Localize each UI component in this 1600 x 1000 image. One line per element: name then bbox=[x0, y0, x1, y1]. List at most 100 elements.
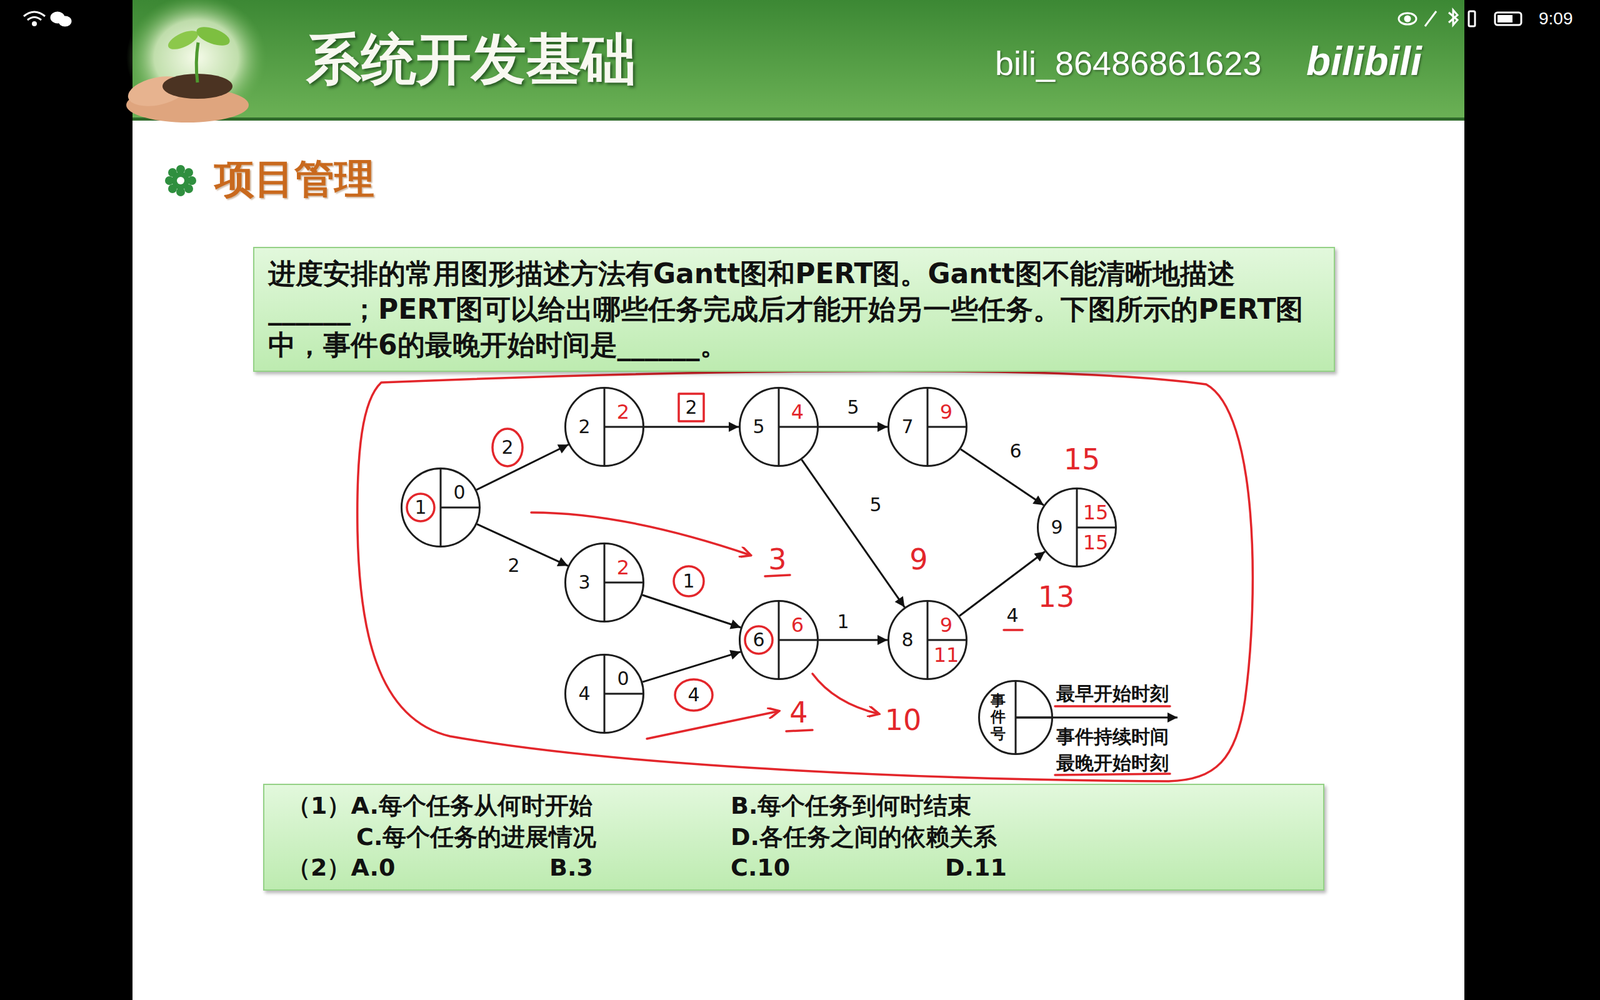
red-circle bbox=[406, 493, 435, 522]
circle-divider bbox=[927, 426, 967, 429]
red-underline bbox=[1055, 773, 1170, 775]
handwritten-note: 9 bbox=[909, 545, 928, 574]
wifi-icon bbox=[27, 17, 42, 21]
event-circle: 40 bbox=[564, 653, 645, 734]
event-number: 2 bbox=[578, 417, 590, 437]
question-text: 进度安排的常用图形描述方法有Gantt图和PERT图。Gantt图不能清晰地描述… bbox=[268, 255, 1320, 364]
circle-divider bbox=[604, 581, 644, 584]
legend-arrow bbox=[1015, 716, 1178, 719]
slide-heading: 系统开发基础 bbox=[306, 31, 637, 87]
circle-divider bbox=[604, 693, 644, 695]
circle-divider bbox=[440, 506, 480, 509]
question-box: 进度安排的常用图形描述方法有Gantt图和PERT图。Gantt图不能清晰地描述… bbox=[253, 246, 1335, 372]
pen-icon bbox=[1425, 11, 1437, 27]
event-time: 0 bbox=[616, 669, 629, 689]
dependency-arrow bbox=[818, 639, 888, 642]
legend-key: 事件持续时间 bbox=[1056, 727, 1169, 747]
red-box bbox=[678, 393, 704, 422]
circle-outline bbox=[887, 386, 968, 467]
circle-border bbox=[888, 601, 967, 680]
circle-border bbox=[1038, 488, 1117, 567]
handwritten-time: 11 bbox=[933, 645, 960, 665]
red-arrow bbox=[646, 711, 779, 739]
event-circle: 22 bbox=[564, 386, 645, 467]
sprout-stem bbox=[196, 42, 199, 83]
duration-label: 2 bbox=[683, 398, 699, 417]
dependency-arrow bbox=[476, 444, 569, 490]
circle-outline bbox=[887, 600, 968, 680]
header-rule bbox=[132, 117, 1465, 121]
handwritten-time: 15 bbox=[1083, 532, 1109, 553]
handwritten-time: 2 bbox=[616, 557, 630, 578]
handwritten-time: 15 bbox=[1083, 502, 1109, 523]
circle-outline bbox=[564, 653, 645, 734]
dependency-arrow bbox=[644, 426, 739, 429]
event-number: 4 bbox=[578, 684, 590, 704]
event-circle: 10 bbox=[400, 467, 481, 548]
red-underline bbox=[1003, 628, 1023, 632]
duration-label: 4 bbox=[1004, 606, 1020, 625]
event-time: 0 bbox=[453, 483, 465, 502]
circle-border bbox=[979, 681, 1053, 755]
eye-icon bbox=[1398, 13, 1417, 25]
event-circle: 9 15 15 bbox=[1036, 487, 1117, 568]
dependency-arrow bbox=[801, 459, 905, 607]
slide-ground bbox=[132, 0, 1465, 1000]
header-band: 系统开发基础bili_86486861623bilibili bbox=[132, 0, 1465, 121]
circle-divider bbox=[1076, 526, 1117, 529]
red-circle bbox=[745, 626, 773, 654]
circle-divider bbox=[604, 426, 644, 429]
dependency-arrow bbox=[960, 449, 1044, 505]
circle-divider bbox=[927, 639, 967, 642]
header-ground bbox=[132, 0, 1465, 121]
event-circle: 8 9 11 bbox=[887, 600, 968, 680]
handwritten-note: 10 bbox=[885, 705, 922, 735]
event-circle: 32 bbox=[564, 542, 645, 623]
legend-key: 最晚开始时刻 bbox=[1056, 753, 1169, 773]
wifi-icon bbox=[33, 22, 37, 26]
battery-icon bbox=[1495, 12, 1522, 25]
event-number: 9 bbox=[1050, 518, 1063, 537]
circle-divider bbox=[778, 639, 819, 642]
dependency-arrow bbox=[818, 426, 888, 429]
duration-label: 5 bbox=[867, 495, 884, 515]
answer-option: （2）A.0 bbox=[286, 855, 395, 880]
event-number: 5 bbox=[752, 417, 765, 437]
dependency-arrow bbox=[476, 524, 569, 567]
icon-core bbox=[176, 176, 185, 185]
event-circle: 66 bbox=[738, 600, 819, 680]
red-underline bbox=[1055, 705, 1170, 708]
event-number: 1 bbox=[414, 498, 427, 517]
red-arrow bbox=[531, 512, 750, 555]
handwritten-time: 9 bbox=[940, 615, 953, 635]
duration-label: 4 bbox=[685, 685, 702, 705]
dependency-arrow bbox=[642, 651, 741, 682]
answer-option: C.每个任务的进展情况 bbox=[356, 825, 597, 849]
legend-circle: 事件号 bbox=[978, 680, 1054, 755]
handwritten-note: 3 bbox=[768, 545, 787, 574]
circle-border bbox=[740, 388, 819, 467]
sprout-leaf bbox=[194, 23, 233, 50]
circle-outline bbox=[400, 467, 481, 548]
duration-label: 1 bbox=[835, 612, 851, 632]
circle-border bbox=[740, 601, 819, 680]
red-arrow bbox=[812, 673, 879, 714]
circle-divider bbox=[1015, 716, 1053, 719]
red-underline bbox=[786, 730, 813, 732]
handwritten-time: 6 bbox=[791, 615, 804, 635]
circle-outline bbox=[564, 386, 645, 467]
wifi-icon bbox=[23, 11, 45, 17]
sprout-leaf bbox=[165, 26, 201, 54]
handwritten-note: 13 bbox=[1038, 582, 1075, 612]
answer-option: （1）A.每个任务从何时开始 bbox=[286, 793, 593, 818]
battery-level bbox=[1497, 15, 1513, 23]
icon-core bbox=[171, 171, 190, 190]
event-circle: 79 bbox=[887, 386, 968, 467]
event-number: 3 bbox=[578, 573, 590, 592]
answer-option: D.各任务之间的依赖关系 bbox=[730, 825, 997, 849]
status-icons bbox=[23, 10, 1522, 27]
bluetooth-icon bbox=[1448, 10, 1458, 25]
circle-outline bbox=[564, 542, 645, 623]
circle-outline bbox=[738, 600, 819, 680]
event-number: 8 bbox=[901, 630, 914, 650]
